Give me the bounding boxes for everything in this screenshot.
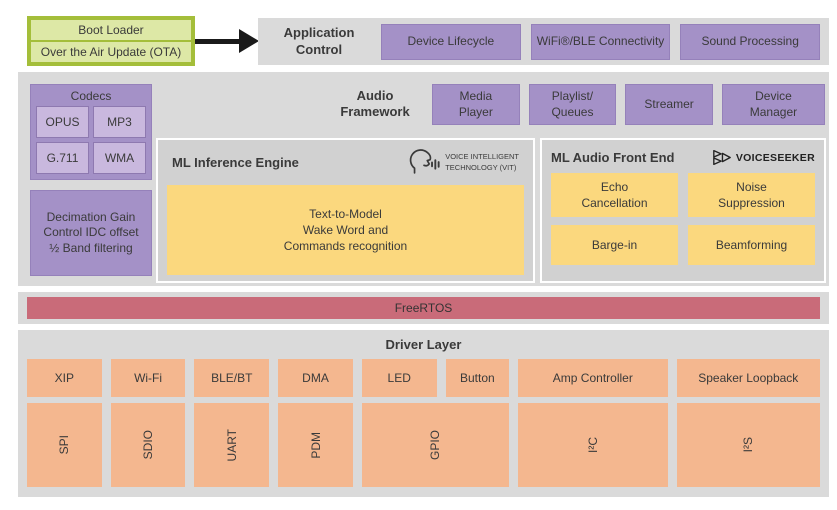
boot-to-application-arrow-icon — [195, 29, 259, 53]
codec-mp3-box: MP3 — [93, 106, 146, 138]
audio-framework-boxes: Media Player Playlist/ Queues Streamer D… — [432, 84, 825, 125]
gpio-label: GPIO — [428, 429, 443, 460]
pdm-label: PDM — [308, 431, 323, 459]
device-lifecycle-box: Device Lifecycle — [381, 23, 521, 60]
i2s-box: I²S — [676, 403, 820, 487]
codecs-grid: OPUS MP3 G.711 WMA — [36, 106, 146, 174]
voiceseeker-logo-label: VOICESEEKER — [735, 151, 815, 164]
ble-bt-box: BLE/BT — [194, 359, 270, 397]
sdio-label: SDIO — [141, 430, 156, 460]
application-control-section: Application Control Device Lifecycle WiF… — [258, 18, 829, 65]
voiceseeker-triangles-icon — [712, 150, 731, 165]
sound-processing-box: Sound Processing — [680, 23, 821, 60]
button-box: Button — [445, 359, 510, 397]
i2c-box: I²C — [518, 403, 668, 487]
media-player-box: Media Player — [432, 84, 520, 125]
codecs-title: Codecs — [70, 89, 112, 103]
ml-audio-front-end-grid: Echo Cancellation Noise Suppression Barg… — [551, 173, 815, 265]
wifi-box: Wi-Fi — [110, 359, 186, 397]
gpio-box: GPIO — [361, 403, 510, 487]
boot-loader-box: Boot Loader — [31, 20, 191, 40]
echo-cancellation-box: Echo Cancellation — [551, 173, 678, 217]
sdio-box: SDIO — [110, 403, 186, 487]
arrow-head — [239, 29, 259, 53]
codec-g711-box: G.711 — [36, 142, 89, 174]
arrow-shaft — [195, 39, 243, 44]
barge-in-box: Barge-in — [551, 225, 678, 265]
audio-framework-section: Codecs OPUS MP3 G.711 WMA Audio Framewor… — [18, 72, 829, 286]
boot-loader-group: Boot Loader Over the Air Update (OTA) — [27, 16, 195, 66]
text-to-model-wake-word-box: Text-to-Model Wake Word and Commands rec… — [167, 185, 524, 275]
codec-opus-box: OPUS — [36, 106, 89, 138]
playlist-queues-box: Playlist/ Queues — [528, 84, 617, 125]
uart-label: UART — [224, 428, 239, 462]
i2c-label: I²C — [585, 437, 600, 453]
pdm-box: PDM — [278, 403, 353, 487]
uart-box: UART — [194, 403, 270, 487]
noise-suppression-box: Noise Suppression — [688, 173, 815, 217]
wifi-ble-connectivity-box: WiFi®/BLE Connectivity — [530, 23, 671, 60]
led-box: LED — [361, 359, 437, 397]
ota-update-box: Over the Air Update (OTA) — [31, 42, 191, 62]
ml-inference-engine-header: ML Inference Engine VOICE INTELLIGENT TE… — [158, 140, 533, 180]
codec-wma-box: WMA — [93, 142, 146, 174]
vit-logo: VOICE INTELLIGENT TECHNOLOGY (VIT) — [407, 149, 519, 176]
dma-box: DMA — [278, 359, 353, 397]
vit-logo-label: VOICE INTELLIGENT TECHNOLOGY (VIT) — [445, 152, 519, 172]
ml-audio-front-end-header: ML Audio Front End VOICESEEKER — [542, 140, 824, 170]
driver-layer-grid: XIP Wi-Fi BLE/BT DMA LED Button Amp Cont… — [27, 359, 820, 487]
ml-inference-engine-panel: ML Inference Engine VOICE INTELLIGENT TE… — [156, 138, 535, 283]
voiceseeker-logo: VOICESEEKER — [712, 149, 815, 166]
spi-box: SPI — [27, 403, 102, 487]
decimation-gain-control-box: Decimation Gain Control IDC offset ½ Ban… — [30, 190, 152, 276]
device-manager-box: Device Manager — [721, 84, 825, 125]
i2s-label: I²S — [741, 437, 756, 453]
beamforming-box: Beamforming — [688, 225, 815, 265]
ml-audio-front-end-panel: ML Audio Front End VOICESEEKER Echo Canc… — [540, 138, 826, 283]
ml-audio-front-end-title: ML Audio Front End — [551, 150, 675, 165]
driver-layer-section: Driver Layer XIP Wi-Fi BLE/BT DMA LED Bu… — [18, 330, 829, 497]
streamer-box: Streamer — [625, 84, 713, 125]
driver-layer-title: Driver Layer — [385, 337, 462, 352]
application-control-title: Application Control — [283, 25, 355, 57]
rtos-section: FreeRTOS — [18, 292, 829, 324]
xip-box: XIP — [27, 359, 102, 397]
speaker-loopback-box: Speaker Loopback — [676, 359, 820, 397]
freertos-bar: FreeRTOS — [27, 297, 820, 319]
amp-controller-box: Amp Controller — [518, 359, 668, 397]
spi-label: SPI — [57, 435, 72, 455]
audio-framework-title: Audio Framework — [340, 88, 410, 120]
vit-head-speech-icon — [410, 149, 440, 174]
codecs-group: Codecs OPUS MP3 G.711 WMA — [30, 84, 152, 180]
ml-inference-engine-title: ML Inference Engine — [172, 155, 299, 170]
